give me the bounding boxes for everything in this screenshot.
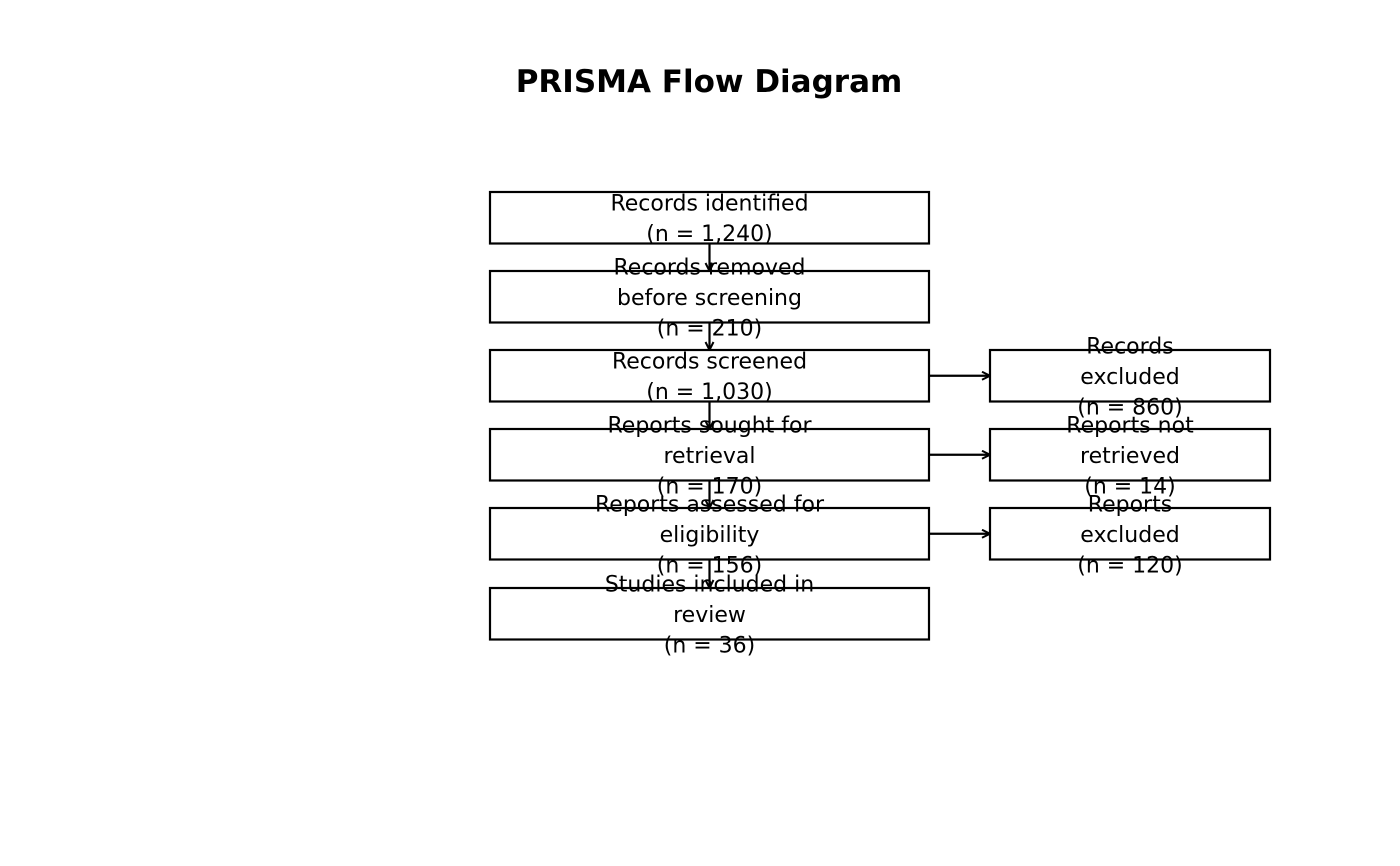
side-box: Reports excluded (n = 120): [988, 492, 1272, 578]
main-box-rect: [488, 269, 931, 324]
main-box-label-line: (n = 156): [657, 553, 763, 578]
main-box-label-line: before screening: [617, 286, 802, 311]
side-box-rect: [988, 427, 1272, 482]
main-box-label-line: (n = 36): [664, 633, 756, 658]
main-box-label-line: (n = 1,240): [646, 222, 773, 247]
main-box-label-line: Studies included in: [605, 572, 814, 597]
side-box-label-line: Reports: [1088, 492, 1172, 517]
main-box: Reports assessed for eligibility (n = 156): [488, 492, 931, 578]
main-box: Reports sought for retrieval (n = 170): [488, 413, 931, 499]
boxes: Records identified (n = 1,240) Records rem…: [488, 190, 1272, 658]
main-box-rect: [488, 586, 931, 641]
diagram-title: PRISMA Flow Diagram: [516, 64, 903, 100]
main-box-label-line: retrieval: [663, 444, 755, 469]
side-box: Records excluded (n = 860): [988, 334, 1272, 420]
main-box: Records identified (n = 1,240): [488, 190, 931, 247]
main-box-label-line: eligibility: [660, 523, 760, 548]
side-box: Reports not retrieved (n = 14): [988, 413, 1272, 499]
side-box-rect: [988, 348, 1272, 403]
side-box-label-line: retrieved: [1080, 444, 1180, 469]
side-box-label-line: Reports not: [1066, 413, 1194, 438]
main-box-rect: [488, 348, 931, 403]
side-box-rect: [988, 506, 1272, 561]
main-box: Records screened (n = 1,030): [488, 348, 931, 405]
side-box-label-line: (n = 120): [1077, 553, 1183, 578]
main-box-label-line: Records removed: [614, 255, 806, 280]
main-box: Studies included in review (n = 36): [488, 572, 931, 658]
main-box-label-line: review: [673, 603, 746, 628]
side-box-label-line: (n = 14): [1084, 474, 1176, 499]
side-box-label-line: excluded: [1080, 523, 1179, 548]
main-box-label-line: (n = 170): [657, 474, 763, 499]
side-box-label-line: (n = 860): [1077, 395, 1183, 420]
main-box-label-line: Reports sought for: [607, 413, 812, 438]
main-box: Records removed before screening (n = 210): [488, 255, 931, 341]
side-box-label-line: excluded: [1080, 365, 1179, 390]
main-box-rect: [488, 190, 931, 245]
main-box-label-line: (n = 210): [657, 316, 763, 341]
arrows: [710, 243, 991, 589]
main-box-label-line: Records screened: [612, 350, 807, 375]
side-box-label-line: Records: [1086, 334, 1173, 359]
main-box-rect: [488, 427, 931, 482]
main-box-label-line: (n = 1,030): [646, 380, 773, 405]
main-box-label-line: Reports assessed for: [595, 492, 825, 517]
main-box-rect: [488, 506, 931, 561]
main-box-label-line: Records identified: [610, 192, 808, 217]
